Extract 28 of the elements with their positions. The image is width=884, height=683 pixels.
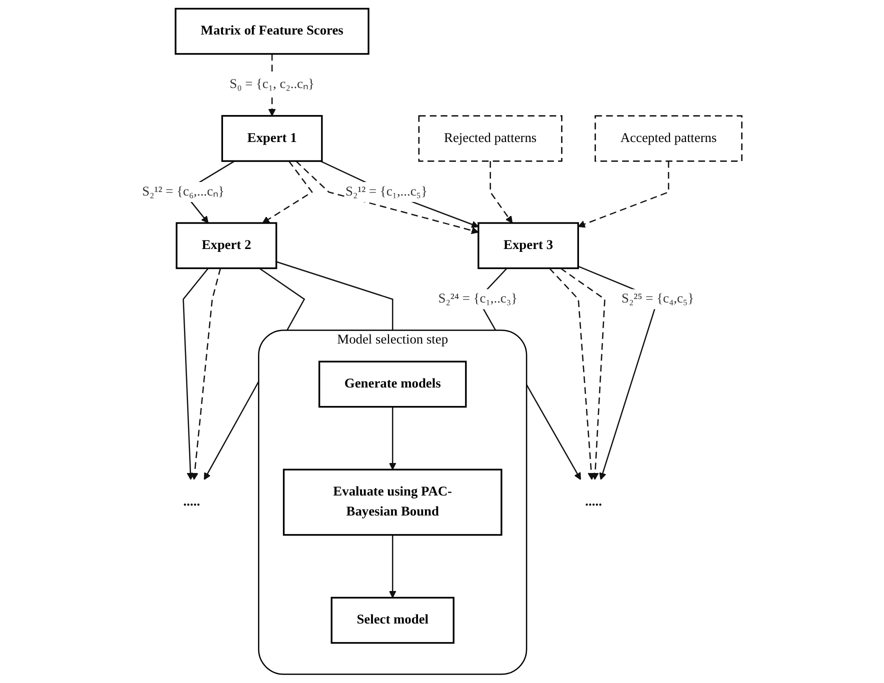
- arrow: [182, 268, 209, 480]
- arrow: [190, 268, 222, 480]
- connector: [276, 261, 394, 330]
- node-text: .....: [585, 494, 602, 509]
- node-box: Expert 3: [478, 222, 579, 270]
- arrow: [388, 406, 396, 470]
- edge-label: S₂²⁴ = {c₁,..c₃}: [438, 292, 518, 306]
- node-box: Generate models: [318, 360, 467, 408]
- arrow: [490, 161, 513, 224]
- node-box: Select model: [330, 596, 454, 644]
- node-box: Accepted patterns: [594, 115, 742, 162]
- node-box: Expert 2: [176, 222, 278, 270]
- node-box: Evaluate using PAC-Bayesian Bound: [282, 468, 502, 536]
- node-box: Matrix of Feature Scores: [174, 8, 370, 55]
- node-box: Rejected patterns: [418, 115, 562, 162]
- arrow: [296, 160, 479, 234]
- edge-label: S₂¹² = {c₁,...c₅}: [346, 184, 428, 199]
- arrow: [560, 268, 606, 480]
- edge-label: S₂²⁵ = {c₄,c₅}: [622, 292, 694, 306]
- node-box: Expert 1: [221, 115, 323, 162]
- arrow: [548, 268, 596, 480]
- edge-label: S₂¹² = {c₆,...cₙ}: [142, 184, 224, 199]
- arrow: [388, 534, 396, 598]
- arrow: [320, 160, 479, 228]
- node-text: .....: [183, 494, 200, 509]
- arrow: [262, 160, 313, 224]
- edge-label: S₀ = {c₁, c₂..cₙ}: [230, 77, 314, 92]
- arrow: [578, 161, 670, 228]
